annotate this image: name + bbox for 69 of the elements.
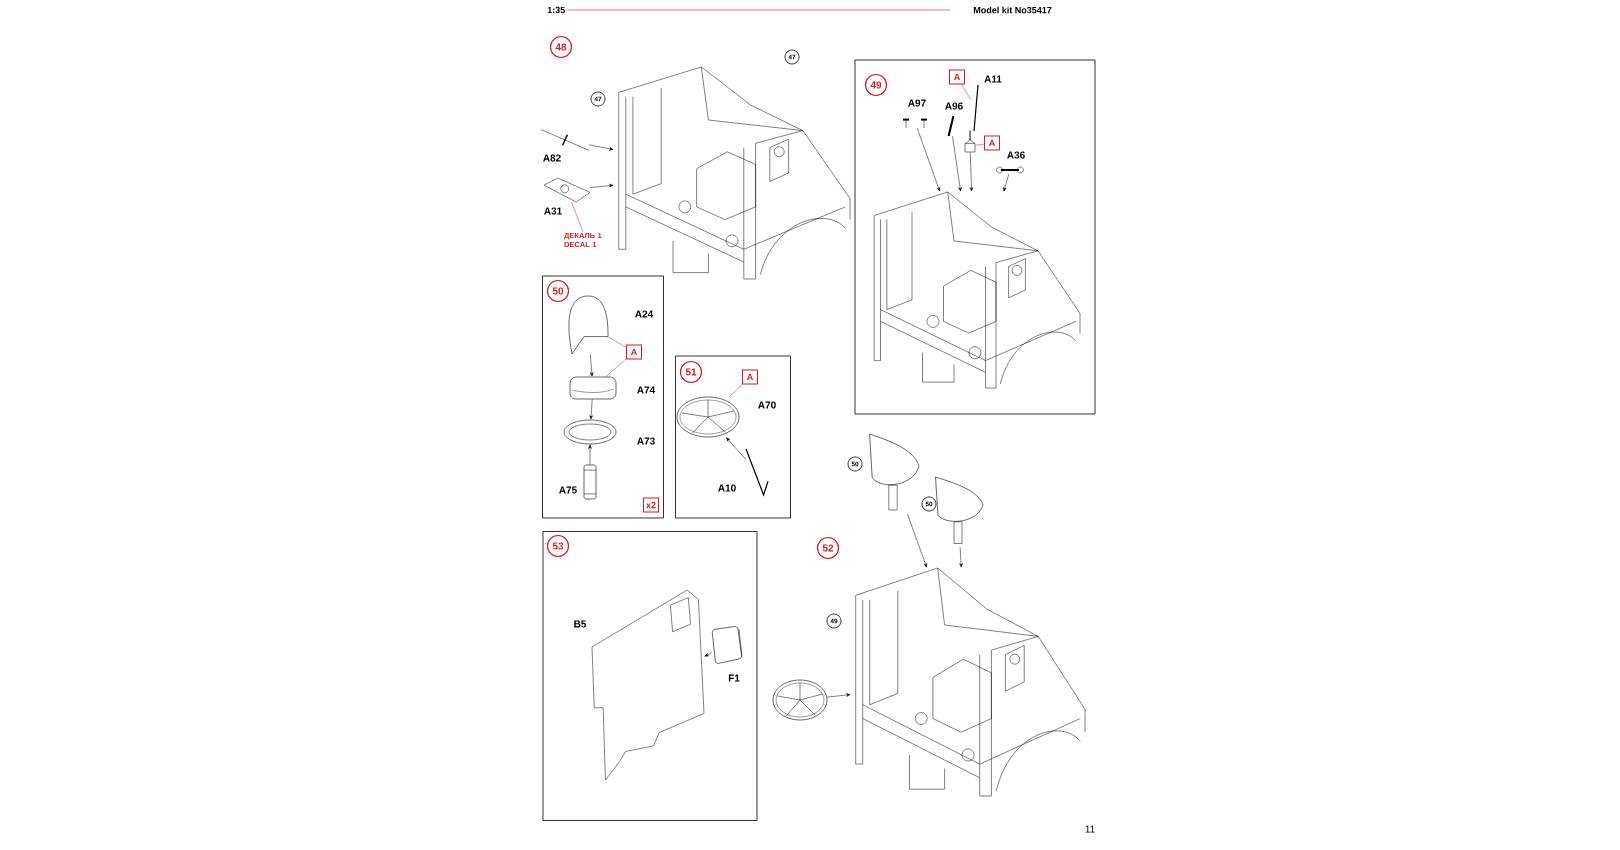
- part-number: A75: [559, 486, 577, 494]
- assembly-arrow: [1003, 173, 1010, 192]
- leader-line: [607, 336, 627, 348]
- leader-line: [961, 84, 972, 100]
- part-drawing: [569, 376, 617, 400]
- sprue-tag: x2: [643, 497, 659, 513]
- page-number: 11: [1085, 825, 1095, 833]
- part-number: A74: [637, 386, 656, 394]
- part-number: A97: [908, 99, 926, 107]
- part-drawing: [973, 84, 979, 132]
- step-number: 49: [864, 73, 888, 97]
- leader-line: [571, 201, 584, 232]
- sprue-tag: A: [949, 69, 965, 85]
- assembly-arrow: [969, 151, 974, 192]
- part-number: A70: [758, 401, 776, 409]
- step-number: 52: [816, 536, 840, 560]
- sprue-tag: A: [742, 369, 758, 385]
- leader-line: [605, 358, 627, 378]
- part-number: A96: [945, 102, 963, 110]
- assembly-arrow: [704, 652, 713, 657]
- steering-wheel-drawing: [676, 396, 740, 438]
- part-number: A73: [637, 437, 655, 445]
- part-number: B5: [574, 620, 587, 628]
- header-text: 1:35: [547, 6, 565, 14]
- leader-line: [728, 384, 743, 398]
- assembly-arrow: [726, 437, 747, 460]
- sprue-tag: A: [626, 344, 642, 360]
- cab-drawing: [873, 191, 1081, 389]
- part-drawing: [964, 129, 976, 153]
- assembly-arrow: [589, 398, 593, 420]
- part-number: A11: [984, 75, 1002, 83]
- part-drawing: [543, 177, 591, 203]
- header-text: Model kit No35417: [973, 6, 1052, 14]
- part-drawing: [591, 589, 705, 781]
- assembly-arrow: [590, 353, 594, 377]
- part-drawing: [947, 115, 955, 137]
- step-number: 50: [546, 279, 570, 303]
- part-number: F1: [728, 674, 740, 682]
- part-drawing: [902, 118, 928, 129]
- part-drawing: [583, 464, 597, 500]
- step-number: 53: [546, 534, 570, 558]
- steering-wheel-drawing: [772, 679, 828, 721]
- part-number: A31: [544, 207, 562, 215]
- part-drawing: [745, 448, 769, 497]
- part-drawing: [540, 129, 590, 151]
- part-drawing: [996, 166, 1024, 174]
- seat-drawing: [935, 476, 984, 544]
- assembly-arrow: [589, 183, 614, 188]
- assembly-arrow: [588, 444, 592, 466]
- part-number: A24: [635, 310, 654, 318]
- step-number: 48: [549, 35, 573, 59]
- cab-drawing: [618, 66, 851, 280]
- cab-drawing: [855, 567, 1086, 797]
- assembly-arrow: [959, 546, 963, 568]
- assembly-arrow: [826, 693, 851, 698]
- sprue-tag: A: [984, 135, 1000, 151]
- part-number: A82: [543, 154, 561, 162]
- part-number: A36: [1007, 151, 1025, 159]
- part-drawing: [563, 419, 617, 445]
- step-number: 51: [679, 360, 703, 384]
- leader-line: [974, 143, 985, 146]
- assembly-arrow: [952, 135, 962, 192]
- assembly-arrow: [916, 127, 941, 192]
- seat-drawing: [869, 433, 920, 511]
- assembly-arrow: [588, 144, 614, 151]
- part-drawing: [712, 626, 743, 664]
- part-drawing: [568, 295, 609, 355]
- part-number: A10: [718, 484, 736, 492]
- assembly-arrow: [907, 513, 927, 568]
